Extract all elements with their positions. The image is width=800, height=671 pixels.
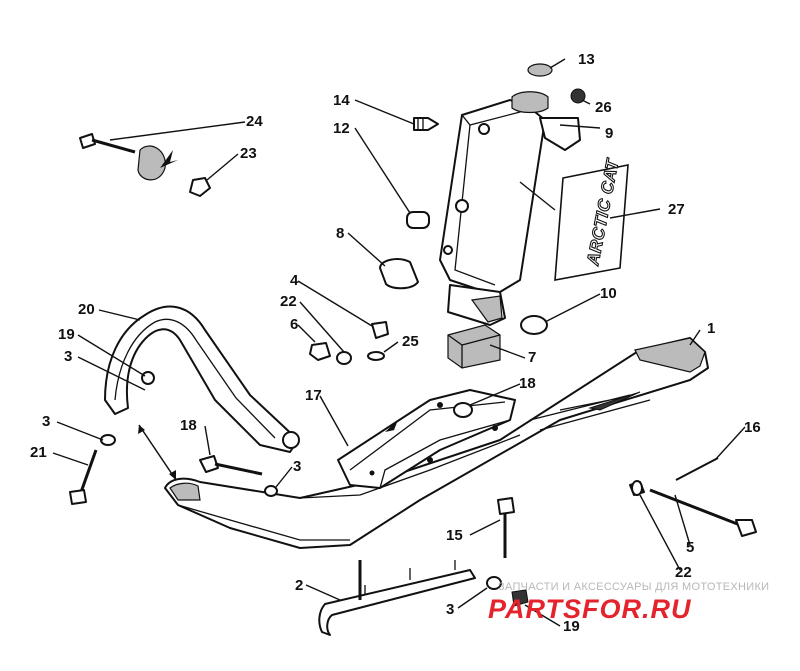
callout-1: 1 (707, 320, 715, 337)
callout-3d: 3 (446, 601, 454, 618)
ski-loop (104, 305, 300, 453)
grease-fitting (413, 117, 439, 131)
spindle-lower-clamp (447, 284, 506, 326)
callout-19a: 19 (58, 326, 75, 343)
cap (527, 63, 553, 77)
callout-3a: 3 (64, 348, 72, 365)
watermark-logo: PARTSFOR.RU (488, 594, 692, 624)
ski-body (164, 337, 709, 549)
rubber-damper (447, 324, 501, 369)
parts-drawing: ARCTIC CAT (69, 63, 757, 636)
loop-bolt (69, 434, 116, 505)
callout-19b: 19 (563, 618, 580, 635)
saddle-bolt (199, 455, 278, 497)
callout-4: 4 (290, 272, 299, 289)
callout-13: 14 (333, 92, 350, 109)
callout-5: 5 (686, 539, 694, 556)
studs (358, 497, 515, 600)
callout-21: 21 (30, 444, 47, 461)
callout-11: 12 (333, 120, 350, 137)
callout-17: 18 (519, 375, 536, 392)
callout-9: 9 (605, 125, 613, 142)
callout-6: 6 (290, 316, 298, 333)
hardware (141, 321, 643, 607)
callout-8: 8 (336, 225, 344, 242)
watermark-tagline: ЗАПЧАСТИ И АКСЕССУАРЫ ДЛЯ МОТОТЕХНИКИ (498, 581, 769, 593)
callout-2: 2 (295, 577, 303, 594)
callout-15: 16 (744, 419, 761, 436)
callout-18: 18 (180, 417, 197, 434)
callout-3c: 3 (293, 458, 301, 475)
wear-bar (318, 560, 476, 636)
bumper-bolt-assembly (79, 133, 211, 197)
arctic-cat-decal: ARCTIC CAT (554, 156, 629, 281)
callout-3b: 3 (42, 413, 50, 430)
callout-12: 13 (578, 51, 595, 68)
callout-14: 15 (446, 527, 463, 544)
bushings (379, 211, 548, 335)
callout-7: 7 (528, 349, 536, 366)
callout-leaders (52, 58, 746, 627)
watermark: ЗАПЧАСТИ И АКСЕССУАРЫ ДЛЯ МОТОТЕХНИКИ PA… (488, 581, 769, 624)
nut-26 (570, 88, 586, 104)
callout-22a: 22 (280, 293, 297, 310)
spindle-bolt (629, 457, 757, 537)
callout-27: 27 (668, 201, 685, 218)
callout-numbers: 13 26 9 14 12 8 10 27 24 23 4 22 6 25 7 … (30, 51, 761, 635)
direction-arrows (138, 150, 404, 481)
callout-16: 17 (305, 387, 322, 404)
callout-20: 20 (78, 301, 95, 318)
callout-25: 25 (402, 333, 419, 350)
callout-24: 24 (246, 113, 263, 130)
callout-23: 23 (240, 145, 257, 162)
callout-22b: 22 (675, 564, 692, 581)
callout-26: 26 (595, 99, 612, 116)
spindle (439, 91, 581, 296)
callout-10: 10 (600, 285, 617, 302)
